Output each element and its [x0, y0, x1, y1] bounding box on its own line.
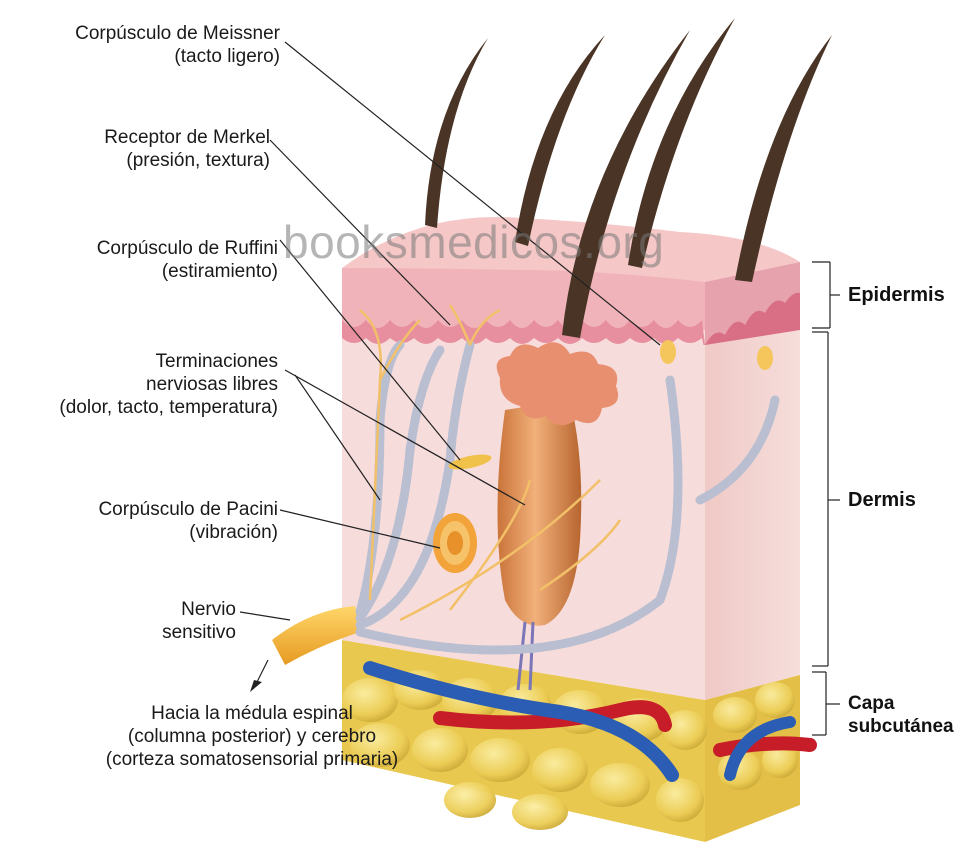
pacinian-corpuscle	[433, 513, 477, 573]
label-merkel-desc: (presión, textura)	[18, 149, 270, 172]
label-merkel-name: Receptor de Merkel	[18, 126, 270, 149]
label-pacini-desc: (vibración)	[18, 521, 278, 544]
meissner-corpuscle	[660, 340, 676, 364]
watermark: booksmedicos.org	[283, 215, 664, 269]
hair-follicle	[498, 400, 582, 626]
label-meissner-name: Corpúsculo de Meissner	[18, 22, 280, 45]
label-free-nerve-endings-line1: Terminaciones	[8, 350, 278, 373]
label-sensory-nerve: Nervio sensitivo	[100, 598, 236, 644]
label-ruffini: Corpúsculo de Ruffini (estiramiento)	[18, 237, 278, 283]
label-spinal-cord-line3: (corteza somatosensorial primaria)	[82, 748, 422, 771]
label-spinal-cord-path: Hacia la médula espinal (columna posteri…	[82, 702, 422, 771]
label-free-nerve-endings: Terminaciones nerviosas libres (dolor, t…	[8, 350, 278, 419]
layer-label-subcutaneous: Capa subcutánea	[848, 692, 954, 738]
layer-label-dermis: Dermis	[848, 489, 916, 512]
label-pacini: Corpúsculo de Pacini (vibración)	[18, 498, 278, 544]
label-ruffini-name: Corpúsculo de Ruffini	[18, 237, 278, 260]
label-free-nerve-endings-line2: nerviosas libres	[8, 373, 278, 396]
layer-label-subcutaneous-line1: Capa	[848, 692, 954, 715]
label-sensory-nerve-line1: Nervio	[100, 598, 236, 621]
label-spinal-cord-line2: (columna posterior) y cerebro	[82, 725, 422, 748]
label-spinal-cord-line1: Hacia la médula espinal	[82, 702, 422, 725]
label-ruffini-desc: (estiramiento)	[18, 260, 278, 283]
arrow-to-spinal-cord-icon	[250, 680, 262, 692]
label-meissner-desc: (tacto ligero)	[18, 45, 280, 68]
label-meissner: Corpúsculo de Meissner (tacto ligero)	[18, 22, 280, 68]
label-pacini-name: Corpúsculo de Pacini	[18, 498, 278, 521]
label-free-nerve-endings-line3: (dolor, tacto, temperatura)	[8, 396, 278, 419]
label-sensory-nerve-line2: sensitivo	[100, 621, 236, 644]
layer-label-epidermis: Epidermis	[848, 284, 945, 307]
layer-label-subcutaneous-line2: subcutánea	[848, 715, 954, 738]
label-merkel: Receptor de Merkel (presión, textura)	[18, 126, 270, 172]
